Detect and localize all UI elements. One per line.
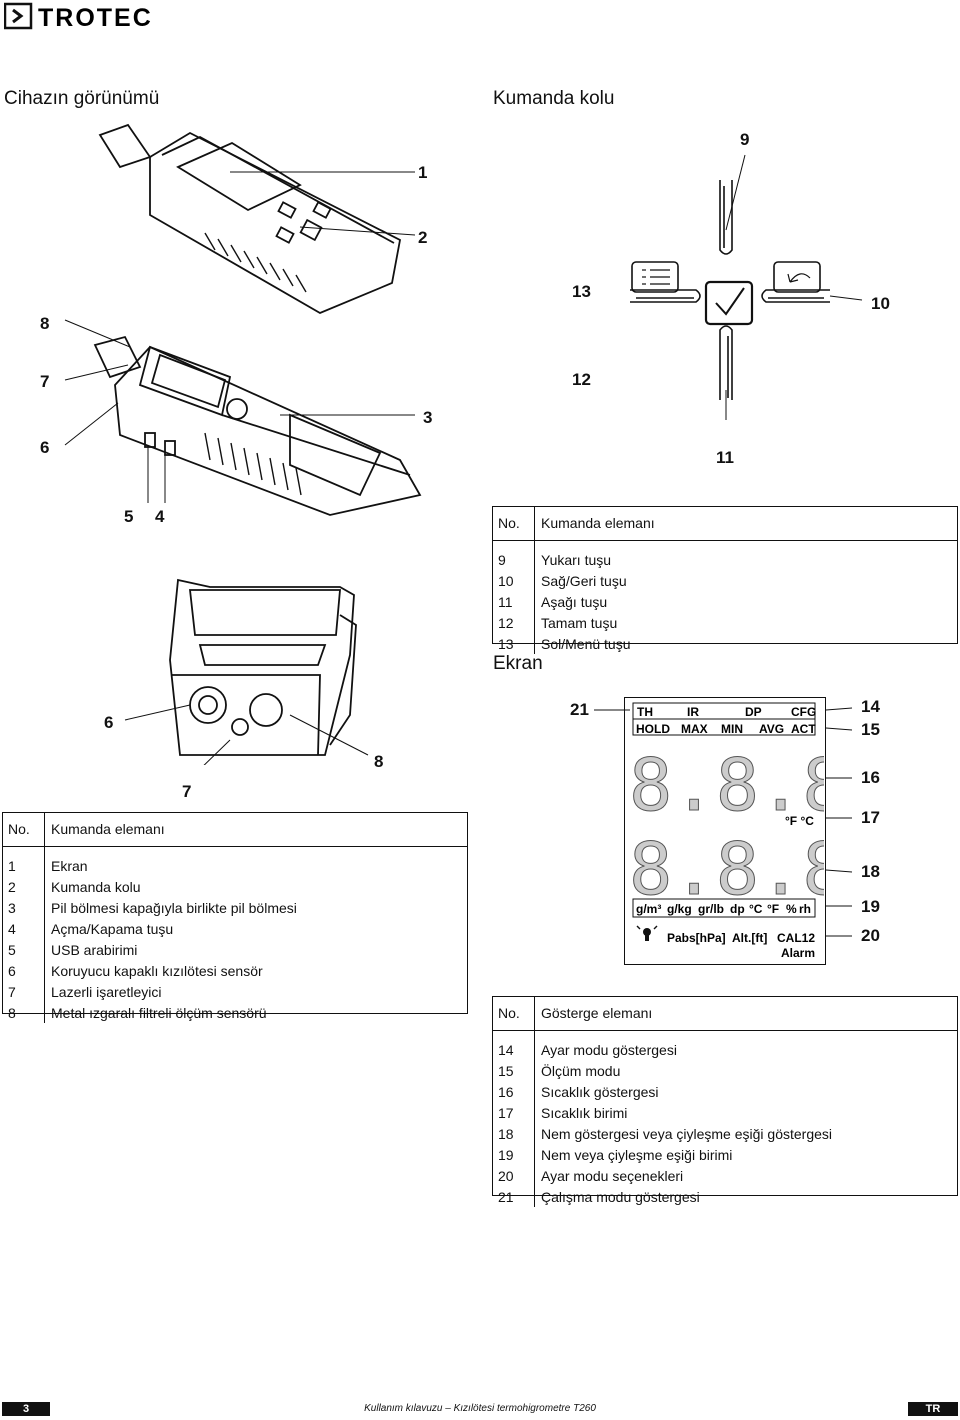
display-table-header-no: No. [492, 996, 535, 1031]
lcd-temp-units: °F °C [785, 814, 814, 828]
callout-19: 19 [861, 897, 880, 916]
lcd-unit-percent: % [786, 902, 797, 916]
section-title-control-panel: Kumanda kolu [493, 88, 615, 109]
callout-4: 4 [155, 507, 165, 526]
lcd-min: MIN [721, 722, 743, 736]
lcd-unit-gm3: g/m³ [636, 902, 661, 916]
control-pad-illustration [630, 154, 863, 420]
callout-17: 17 [861, 808, 880, 827]
callout-14: 14 [861, 697, 880, 716]
callout-6-bottom: 6 [104, 713, 114, 732]
callout-9: 9 [740, 130, 750, 149]
device-table-header-label: Kumanda elemanı [44, 812, 468, 847]
device-illustration [64, 123, 422, 765]
brand-text: TROTEC [38, 4, 153, 30]
lcd-alt: Alt.[ft] [732, 931, 767, 945]
trotec-logo: TROTEC [3, 2, 224, 32]
callout-2: 2 [418, 228, 428, 247]
lcd-cal12: CAL12 [777, 931, 815, 945]
lcd-cfg: CFG [791, 705, 816, 719]
callout-13: 13 [572, 282, 591, 301]
lcd-unit-dp: dp [730, 902, 745, 916]
page-footer: 3 Kullanım kılavuzu – Kızılötesi termohi… [0, 1402, 960, 1416]
control-table-header-no: No. [492, 506, 535, 541]
lcd-alarm-bulb-icon [636, 925, 658, 941]
callout-7-bottom: 7 [182, 782, 192, 801]
device-table-header-no: No. [2, 812, 45, 847]
callout-8-bottom: 8 [374, 752, 384, 771]
callout-7-top: 7 [40, 372, 50, 391]
document-title: Kullanım kılavuzu – Kızılötesi termohigr… [364, 1403, 596, 1414]
callout-8-top: 8 [40, 314, 50, 333]
lcd-th: TH [637, 705, 653, 719]
callout-21: 21 [570, 700, 589, 719]
section-title-display: Ekran [493, 653, 543, 674]
callout-3: 3 [423, 408, 433, 427]
language-code: TR [908, 1402, 958, 1416]
display-table-header-label: Gösterge elemanı [534, 996, 958, 1031]
lcd-pabs: Pabs[hPa] [667, 931, 726, 945]
lcd-dp: DP [745, 705, 762, 719]
callout-10: 10 [871, 294, 890, 313]
callout-20: 20 [861, 926, 880, 945]
lcd-act: ACT [791, 722, 816, 736]
page-number: 3 [2, 1402, 50, 1416]
callout-6-top: 6 [40, 438, 50, 457]
lcd-unit-f: °F [767, 902, 779, 916]
lcd-unit-grlb: gr/lb [698, 902, 724, 916]
callout-5: 5 [124, 507, 134, 526]
lcd-unit-gkg: g/kg [667, 902, 692, 916]
callout-16: 16 [861, 768, 880, 787]
lcd-unit-c: °C [749, 902, 763, 916]
callout-11: 11 [716, 448, 734, 467]
section-title-device-view: Cihazın görünümü [4, 88, 160, 109]
control-table-header-label: Kumanda elemanı [534, 506, 958, 541]
lcd-max: MAX [681, 722, 708, 736]
callout-12: 12 [572, 370, 591, 389]
lcd-ir: IR [687, 705, 699, 719]
callout-1: 1 [418, 163, 428, 182]
callout-15: 15 [861, 720, 880, 739]
display-leader-lines [594, 707, 853, 937]
lcd-alarm: Alarm [781, 946, 815, 960]
lcd-avg: AVG [759, 722, 784, 736]
lcd-unit-rh: rh [799, 902, 811, 916]
lcd-hold: HOLD [636, 722, 670, 736]
callout-18: 18 [861, 862, 880, 881]
